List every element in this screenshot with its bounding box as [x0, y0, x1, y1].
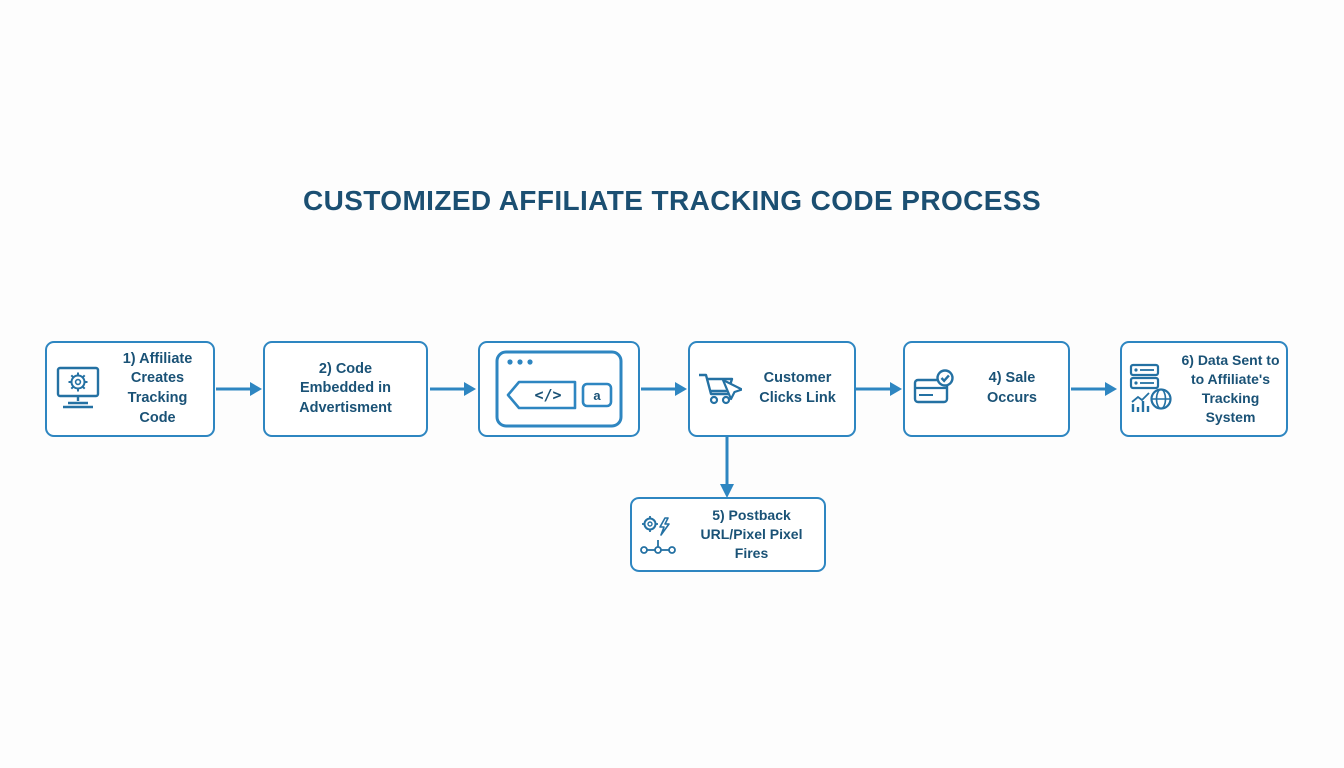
tag-letter-text: a: [593, 388, 601, 403]
sale-check-icon: [911, 368, 957, 410]
step-label: 2) Code Embedded in Advertisment: [299, 360, 392, 416]
flow-arrow-right: [430, 382, 476, 396]
cart-cursor-icon: [696, 367, 742, 411]
step-label: 5) Postback URL/Pixel Pixel Fires: [700, 507, 803, 561]
gears-lightning-nodes-icon: [638, 512, 680, 558]
flow-arrow-right: [1071, 382, 1117, 396]
step-label: Customer Clicks Link: [759, 370, 836, 406]
browser-code-icon: </> a: [495, 350, 623, 428]
flow-arrow-right: [216, 382, 262, 396]
diagram-title: CUSTOMIZED AFFILIATE TRACKING CODE PROCE…: [302, 185, 1042, 216]
step-data-sent-tracking-system: 6) Data Sent to to Affiliate's Tracking …: [1120, 341, 1288, 437]
code-symbol-text: </>: [534, 386, 561, 404]
flow-arrow-right: [641, 382, 687, 396]
server-globe-chart-icon: [1128, 362, 1176, 416]
step-customer-clicks-link: Customer Clicks Link: [688, 341, 856, 437]
flow-arrow-right: [856, 382, 902, 396]
monitor-gear-icon: [53, 364, 103, 414]
step-code-snippet-browser: </> a: [478, 341, 640, 437]
step-sale-occurs: 4) Sale Occurs: [903, 341, 1070, 437]
step-postback-pixel-fires: 5) Postback URL/Pixel Pixel Fires: [630, 497, 826, 572]
step-affiliate-creates-tracking-code: 1) Affiliate Creates Tracking Code: [45, 341, 215, 437]
step-label: 6) Data Sent to to Affiliate's Tracking …: [1181, 352, 1280, 425]
step-label: 1) Affiliate Creates Tracking Code: [122, 350, 193, 426]
step-label: 4) Sale Occurs: [987, 370, 1037, 406]
flow-arrow-down: [720, 436, 734, 498]
step-code-embedded: 2) Code Embedded in Advertisment: [263, 341, 428, 437]
